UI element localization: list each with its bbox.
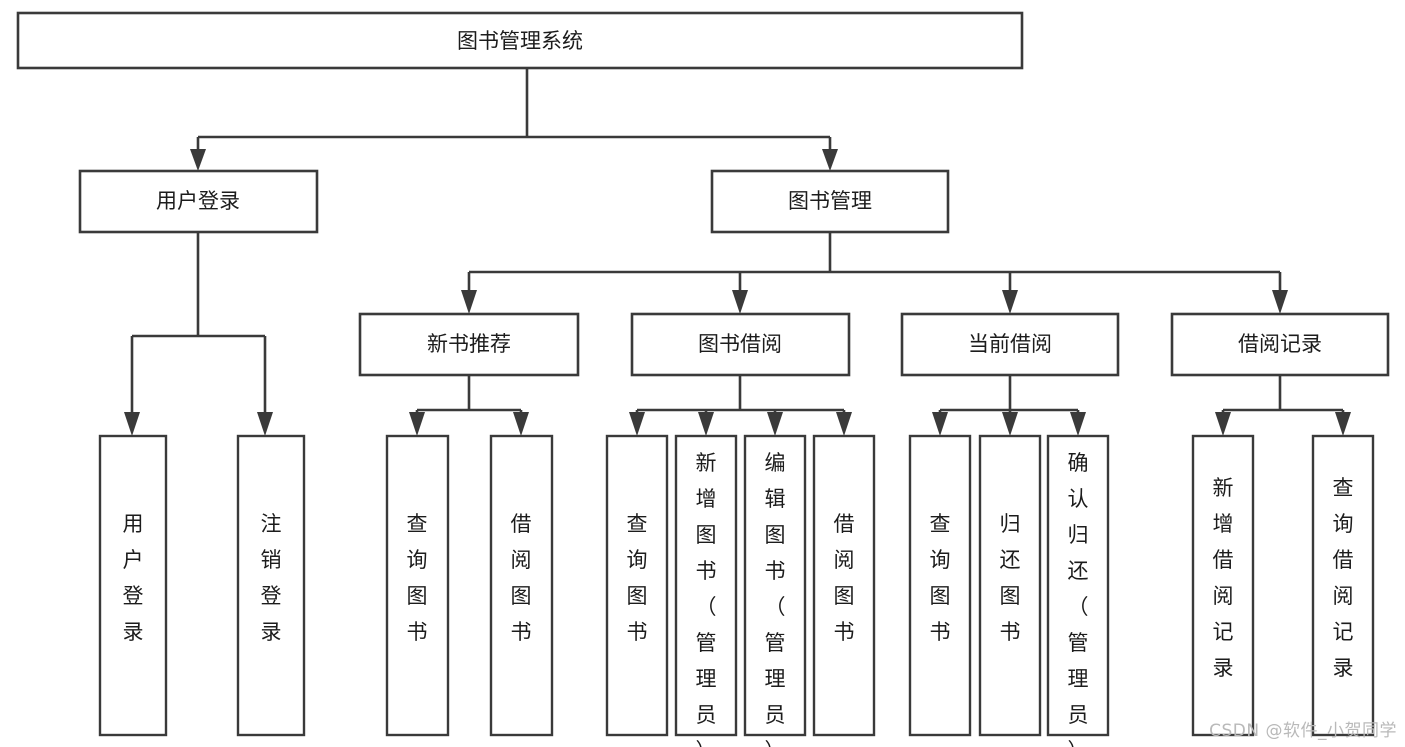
arrowhead-bookborrow-leaf-1 — [629, 412, 645, 436]
leaf-new-book-1[interactable]: 查询图书 — [385, 434, 450, 737]
node-new-book-label: 新书推荐 — [427, 332, 511, 356]
leaf-new-book-2[interactable]: 借阅图书 — [489, 434, 554, 737]
leaf-book-borrow-1-box[interactable] — [605, 434, 669, 737]
leaf-book-borrow-4[interactable]: 借阅图书 — [812, 434, 876, 737]
leaf-current-borrow-2[interactable]: 归还图书 — [978, 434, 1042, 737]
node-user-login[interactable]: 用户登录 — [78, 169, 319, 234]
leaf-current-borrow-1[interactable]: 查询图书 — [908, 434, 972, 737]
leaf-new-book-2-label: 借阅图书 — [511, 512, 532, 644]
leaf-user-login-2-label: 注销登录 — [261, 512, 282, 644]
leaf-borrow-record-2[interactable]: 查询借阅记录 — [1311, 434, 1375, 737]
leaf-new-book-1-box[interactable] — [385, 434, 450, 737]
arrowhead-newbook-leaf-1 — [409, 412, 425, 436]
node-root[interactable]: 图书管理系统 — [16, 11, 1024, 70]
leaf-book-borrow-4-label: 借阅图书 — [834, 512, 855, 644]
leaf-user-login-1[interactable]: 用户登录 — [98, 434, 168, 737]
arrowhead-borrow-record — [1272, 290, 1288, 314]
node-book-manage-label: 图书管理 — [788, 189, 872, 213]
leaf-book-borrow-2-box[interactable] — [674, 434, 738, 737]
arrowhead-bookborrow-leaf-4 — [836, 412, 852, 436]
arrowhead-borrowrecord-leaf-1 — [1215, 412, 1231, 436]
arrowhead-bookborrow-leaf-2 — [698, 412, 714, 436]
leaf-book-borrow-2[interactable]: 新增图书（管理员） — [674, 434, 738, 747]
node-book-manage-box[interactable] — [710, 169, 950, 234]
node-book-borrow-label: 图书借阅 — [698, 332, 782, 356]
node-borrow-record-label: 借阅记录 — [1238, 332, 1322, 356]
node-root-label: 图书管理系统 — [457, 29, 583, 53]
leaf-current-borrow-1-label: 查询图书 — [930, 512, 951, 644]
node-book-borrow-box[interactable] — [630, 312, 851, 377]
leaf-new-book-1-label: 查询图书 — [407, 512, 428, 644]
leaf-book-borrow-3-label: 编辑图书（管理员） — [765, 451, 786, 747]
arrowhead-leaf-user-login — [124, 412, 140, 436]
node-book-manage[interactable]: 图书管理 — [710, 169, 950, 234]
arrowhead-borrowrecord-leaf-2 — [1335, 412, 1351, 436]
leaf-current-borrow-3-box[interactable] — [1046, 434, 1110, 737]
node-borrow-record[interactable]: 借阅记录 — [1170, 312, 1390, 377]
leaf-book-borrow-2-label: 新增图书（管理员） — [696, 451, 717, 747]
node-current-borrow[interactable]: 当前借阅 — [900, 312, 1120, 377]
arrowhead-book-borrow — [732, 290, 748, 314]
leaf-current-borrow-1-box[interactable] — [908, 434, 972, 737]
leaf-borrow-record-2-label: 查询借阅记录 — [1333, 476, 1354, 680]
leaf-book-borrow-1-label: 查询图书 — [627, 512, 648, 644]
arrowhead-currentborrow-leaf-1 — [932, 412, 948, 436]
leaf-user-login-1-box[interactable] — [98, 434, 168, 737]
connector-layer — [124, 68, 1351, 436]
node-user-login-label: 用户登录 — [156, 189, 240, 213]
node-book-borrow[interactable]: 图书借阅 — [630, 312, 851, 377]
csdn-watermark: CSDN @软件_小贺同学 — [1209, 721, 1397, 741]
leaf-book-borrow-1[interactable]: 查询图书 — [605, 434, 669, 737]
leaf-user-login-1-label: 用户登录 — [123, 512, 144, 644]
node-new-book-box[interactable] — [358, 312, 580, 377]
node-new-book[interactable]: 新书推荐 — [358, 312, 580, 377]
leaf-new-book-2-box[interactable] — [489, 434, 554, 737]
leaf-borrow-record-2-box[interactable] — [1311, 434, 1375, 737]
leaf-book-borrow-3[interactable]: 编辑图书（管理员） — [743, 434, 807, 747]
leaf-borrow-record-1[interactable]: 新增借阅记录 — [1191, 434, 1255, 737]
arrowhead-current-borrow — [1002, 290, 1018, 314]
node-borrow-record-box[interactable] — [1170, 312, 1390, 377]
node-user-login-box[interactable] — [78, 169, 319, 234]
arrowhead-book-manage — [822, 149, 838, 171]
arrowhead-newbook-leaf-2 — [513, 412, 529, 436]
node-current-borrow-label: 当前借阅 — [968, 332, 1052, 356]
leaf-current-borrow-3[interactable]: 确认归还（管理员） — [1046, 434, 1110, 747]
leaf-book-borrow-4-box[interactable] — [812, 434, 876, 737]
leaf-current-borrow-2-label: 归还图书 — [1000, 512, 1021, 644]
arrowhead-currentborrow-leaf-3 — [1070, 412, 1086, 436]
arrowhead-leaf-logout — [257, 412, 273, 436]
arrowhead-bookborrow-leaf-3 — [767, 412, 783, 436]
leaf-user-login-2-box[interactable] — [236, 434, 306, 737]
leaf-book-borrow-3-box[interactable] — [743, 434, 807, 737]
leaf-current-borrow-3-label: 确认归还（管理员） — [1068, 451, 1089, 747]
arrowhead-user-login — [190, 149, 206, 171]
leaf-current-borrow-2-box[interactable] — [978, 434, 1042, 737]
leaf-user-login-2[interactable]: 注销登录 — [236, 434, 306, 737]
arrowhead-new-book — [461, 290, 477, 314]
leaf-borrow-record-1-label: 新增借阅记录 — [1213, 476, 1234, 680]
node-current-borrow-box[interactable] — [900, 312, 1120, 377]
leaf-borrow-record-1-box[interactable] — [1191, 434, 1255, 737]
node-root-box[interactable] — [16, 11, 1024, 70]
arrowhead-currentborrow-leaf-2 — [1002, 412, 1018, 436]
